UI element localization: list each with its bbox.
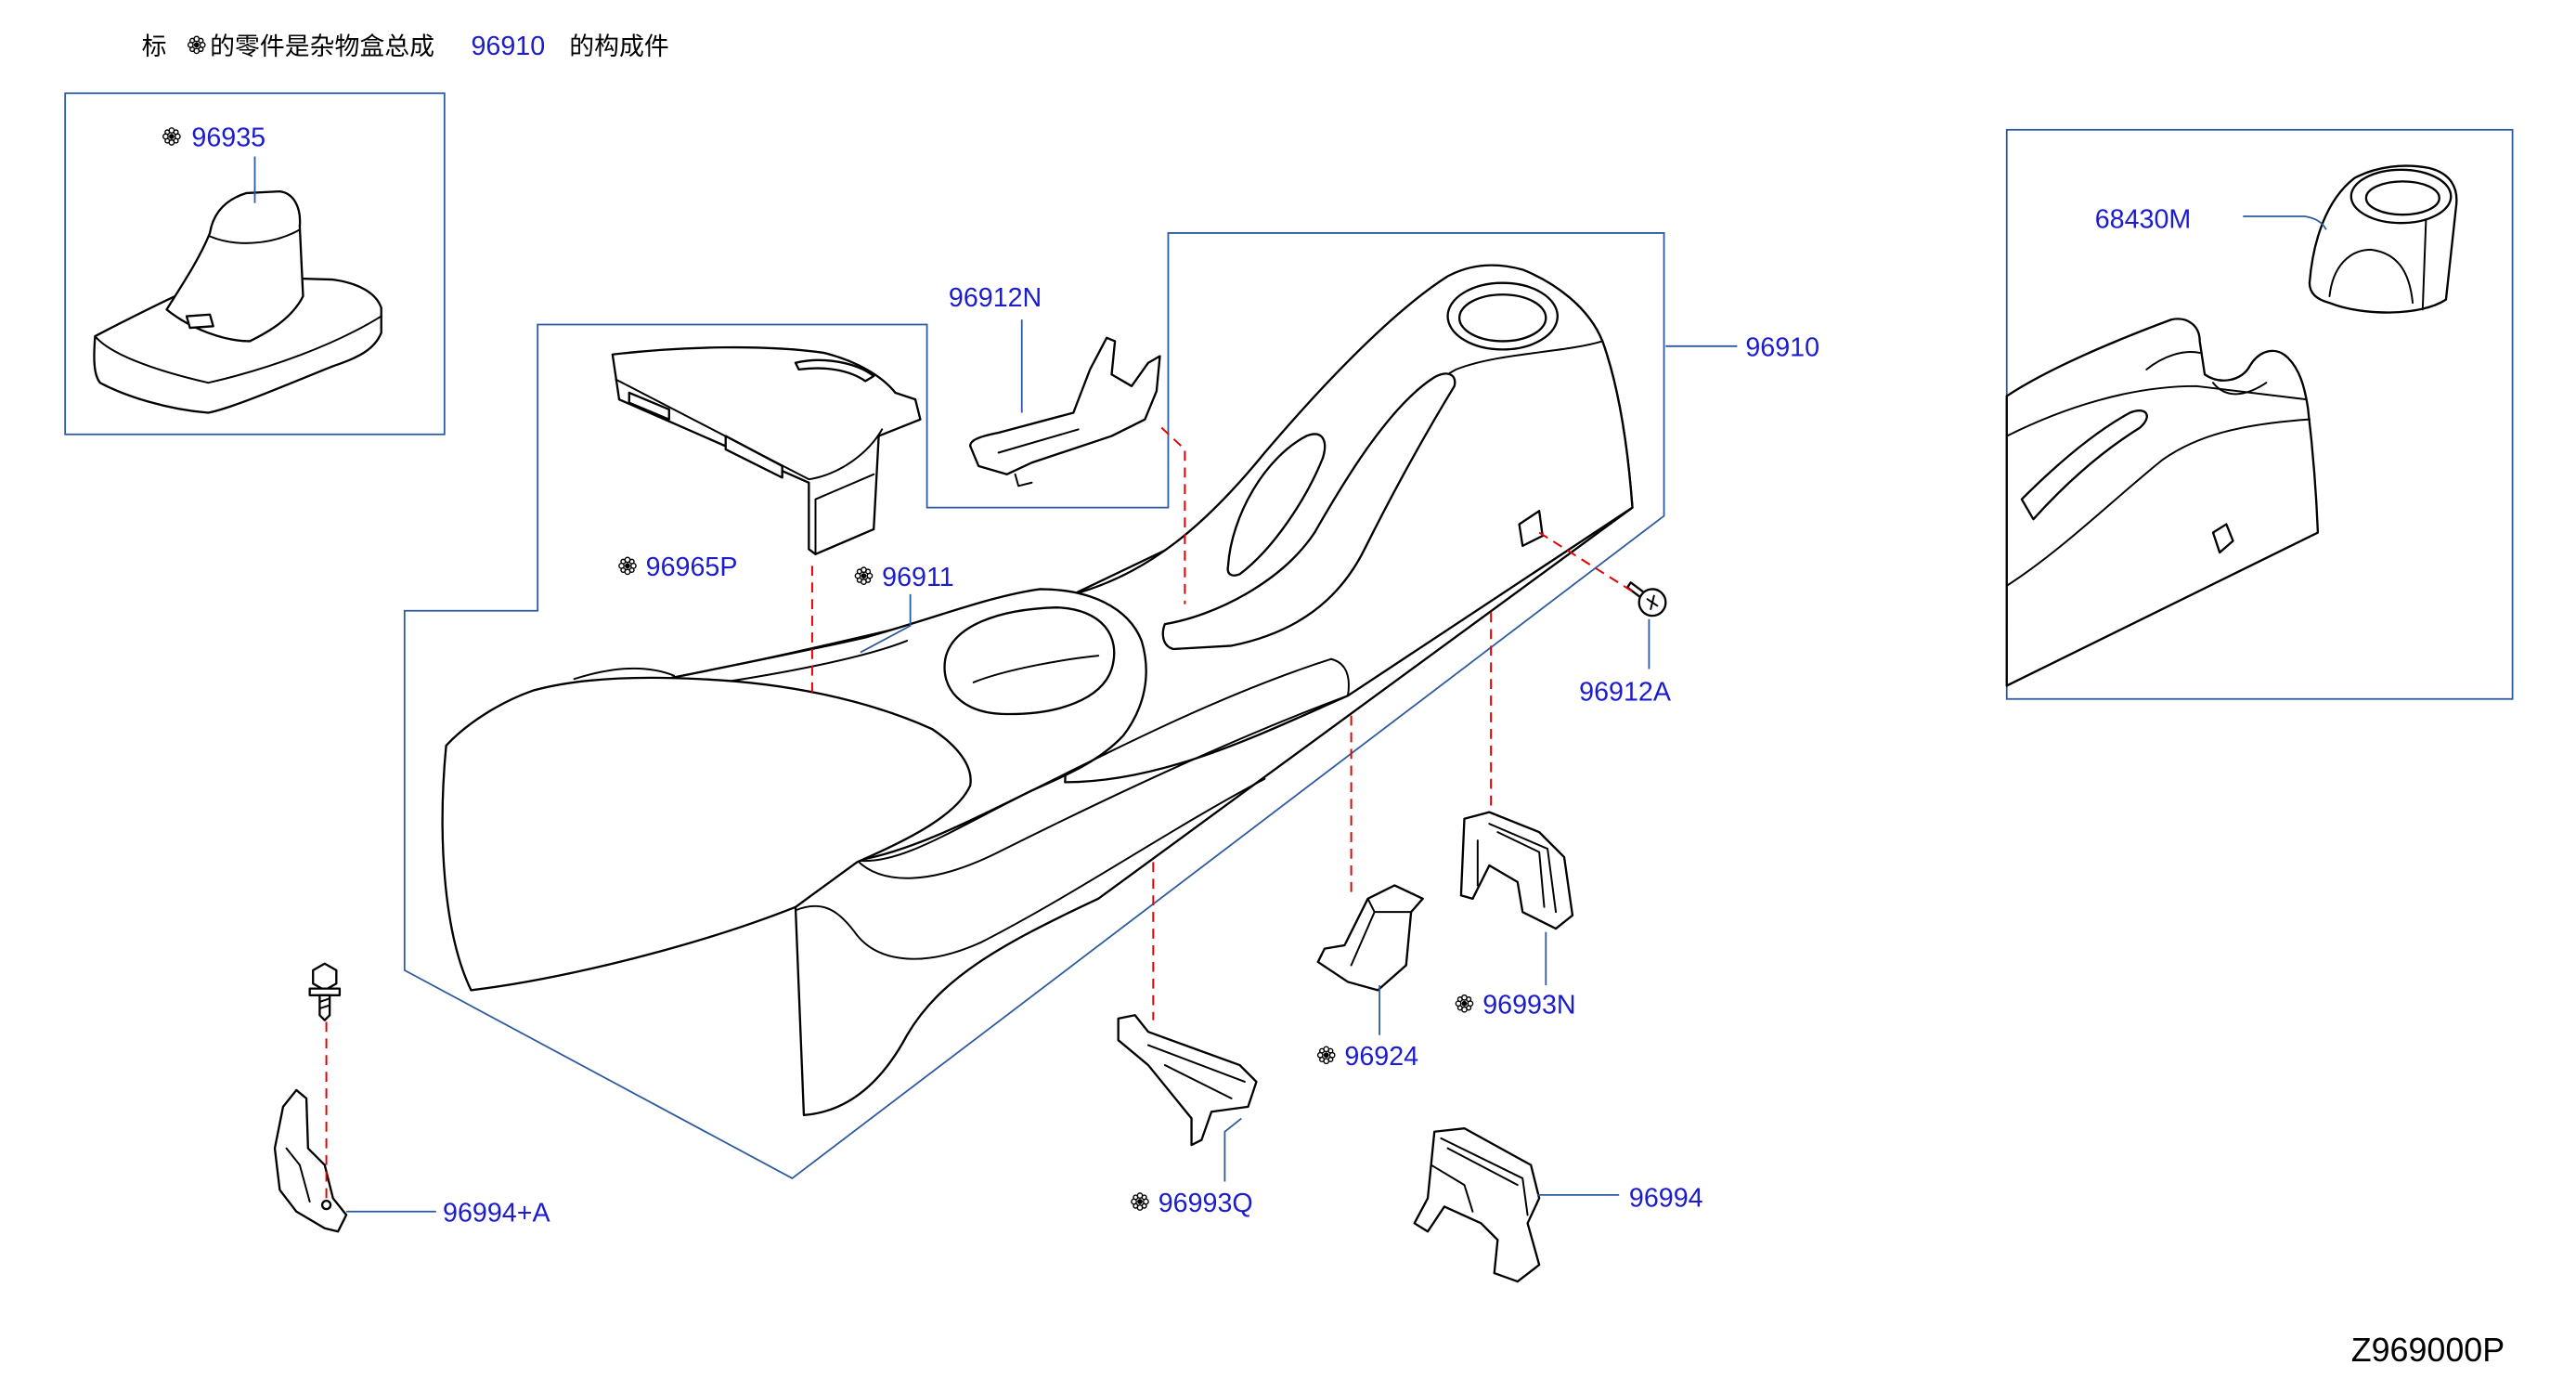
dashed-line-screw [1538, 531, 1635, 593]
rear-bracket-drawing [273, 1088, 348, 1233]
detail-console-slot [2020, 410, 2148, 521]
bolt-drawing [308, 962, 342, 1021]
bracket-994-drawing [1413, 1126, 1541, 1283]
cup-holder-finisher-drawing [2308, 164, 2458, 314]
asterisk-mark-icon [1455, 994, 1474, 1013]
front-cup-holder-well [1457, 293, 1547, 343]
console-ridge-lower [856, 695, 1350, 879]
bolt-head [312, 962, 338, 992]
rear-bracket-hole [320, 1199, 332, 1211]
asterisk-mark-icon [162, 127, 181, 146]
rear-bracket-fold [285, 1147, 311, 1203]
bracket-924-fold [1350, 897, 1413, 967]
callout-96993Q[interactable]: 96993Q [1159, 1189, 1253, 1218]
boot-base-top-edge [94, 315, 382, 384]
asterisk-mark-icon [854, 566, 874, 585]
console-rear-cup-holder [943, 606, 1116, 716]
finisher-drawing [969, 336, 1161, 488]
asterisk-mark-icon [618, 556, 637, 576]
console-rear-cup-holder-floor [972, 655, 1100, 683]
callout-labels: 96935 96912N 96910 68430M 96965P 96911 9… [162, 124, 2192, 1228]
console-long-groove [1161, 372, 1456, 651]
console-drawing [441, 264, 1634, 1116]
boot-tab [185, 313, 214, 330]
screw-drawing [1625, 581, 1667, 618]
bracket-994-ribs [1430, 1137, 1529, 1216]
cup-holder-finisher-edge [2421, 218, 2427, 311]
pocket-top-edge [615, 378, 884, 481]
rear-bracket-outline [273, 1088, 348, 1233]
pocket-opening [724, 435, 783, 479]
console-assembly-frame [403, 232, 1665, 1179]
diagram-code: Z969000P [2351, 1332, 2505, 1369]
detail-console-groove [2005, 418, 2311, 587]
detail-console-square-hole [2211, 523, 2234, 554]
boot-body [165, 189, 304, 343]
callout-96935[interactable]: 96935 [191, 124, 265, 153]
callout-96994[interactable]: 96994 [1629, 1183, 1703, 1213]
header-middle: 的零件是杂物盒总成 [210, 32, 434, 61]
callout-96911[interactable]: 96911 [882, 563, 954, 592]
asterisk-mark-icon [187, 35, 206, 55]
detail-console-shoulder [2005, 384, 2308, 437]
callout-68430M[interactable]: 68430M [2095, 205, 2192, 235]
dashed-line-finisher [1160, 426, 1186, 604]
asterisk-mark-icon [1131, 1192, 1149, 1211]
header-prefix: 标 [142, 32, 167, 61]
bracket-q-fold [1146, 1044, 1246, 1099]
bracket-924-outline [1316, 884, 1424, 992]
detail-console-drawing [2005, 318, 2320, 687]
finisher-edge [997, 428, 1080, 454]
header-suffix: 的构成件 [569, 32, 669, 61]
callout-96924[interactable]: 96924 [1344, 1042, 1418, 1072]
bracket-n-ribs [1476, 823, 1558, 914]
leader-96993Q [1223, 1117, 1242, 1182]
bracket-q-drawing [1117, 1014, 1258, 1147]
console-lower-stripe [795, 777, 1266, 960]
asterisk-mark-icon [1316, 1046, 1336, 1065]
pocket-slot [794, 358, 875, 383]
finisher-clip [1014, 473, 1033, 488]
bolt-washer [308, 987, 342, 996]
pocket-drawing [611, 345, 922, 555]
bracket-n-drawing [1459, 811, 1574, 930]
console-square-hole [1518, 510, 1544, 548]
console-small-slot [1226, 433, 1327, 577]
leader-68430M [2243, 215, 2327, 230]
finisher-outline [969, 336, 1161, 475]
callout-96965P[interactable]: 96965P [646, 552, 738, 582]
boot-cap-line [209, 228, 301, 244]
bracket-n-outline [1459, 811, 1574, 930]
header-note: 标 的零件是杂物盒总成 96910 的构成件 [142, 32, 669, 61]
leader-lines [253, 156, 2327, 1213]
console-ridge-upper [856, 657, 1350, 863]
pocket-outline [611, 345, 922, 555]
bracket-994-outline [1413, 1126, 1541, 1283]
callout-96994A[interactable]: 96994+A [443, 1199, 550, 1228]
leader-96911 [860, 593, 912, 654]
location-lines [325, 426, 1635, 1202]
pocket-side-edge [814, 473, 875, 555]
bracket-q-outline [1117, 1014, 1258, 1147]
callout-96910[interactable]: 96910 [1745, 333, 1819, 363]
detail-console-cup-well [2145, 351, 2268, 396]
callout-96912A[interactable]: 96912A [1579, 678, 1672, 708]
callout-96912N[interactable]: 96912N [949, 283, 1042, 313]
shift-boot-drawing [93, 189, 382, 414]
bolt-thread [318, 997, 331, 1010]
shift-boot-frame [64, 92, 446, 436]
bracket-924-drawing [1316, 884, 1424, 992]
console-armrest-lid-edge [573, 668, 676, 681]
header-part-number[interactable]: 96910 [471, 32, 545, 61]
console-armrest-face [441, 676, 972, 992]
cup-holder-finisher-arch [2328, 248, 2414, 305]
pocket-opening [628, 391, 670, 421]
screw-cross [1646, 594, 1659, 610]
cup-holder-finisher-opening [2364, 180, 2440, 216]
detail-console-outline [2005, 318, 2320, 687]
callout-96993N[interactable]: 96993N [1482, 990, 1575, 1020]
